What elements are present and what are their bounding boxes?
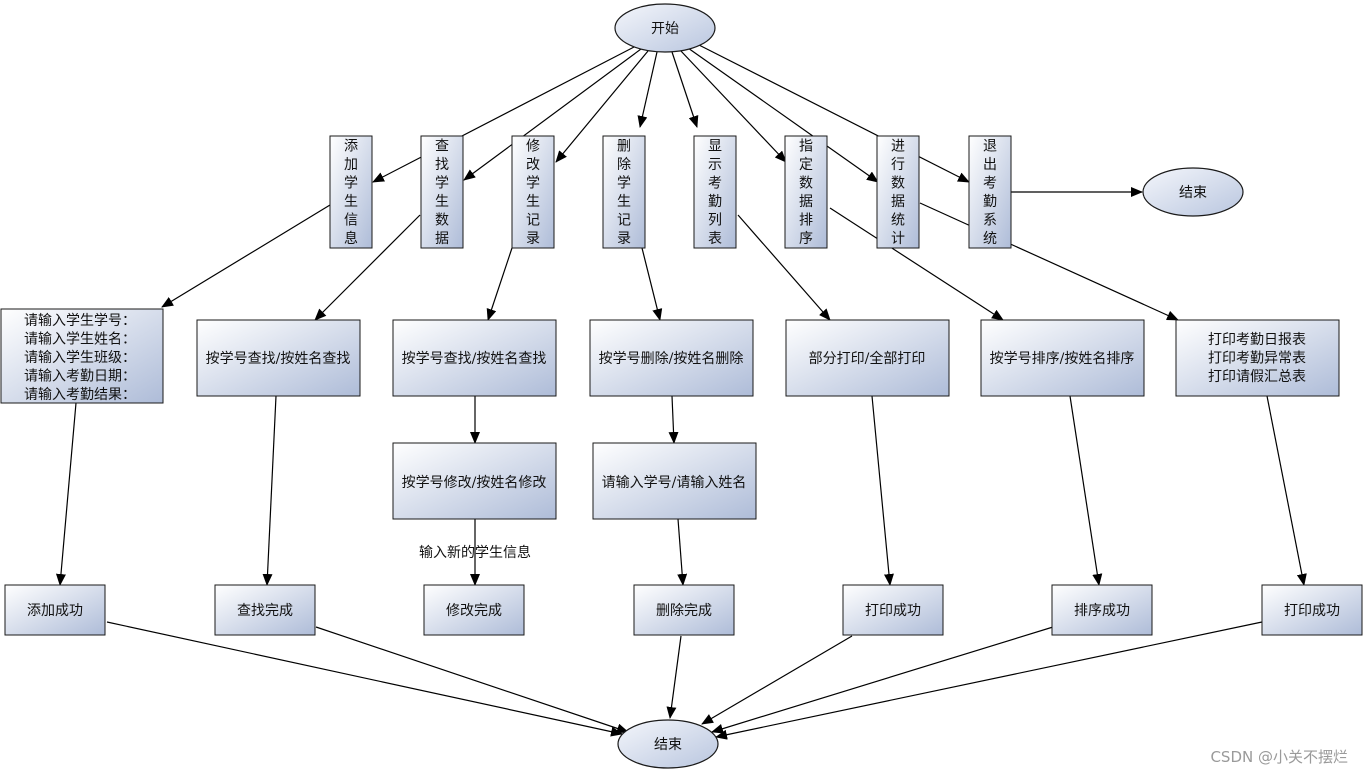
- edge-add-prompt: [161, 204, 331, 308]
- modify-find-box: 按学号查找/按姓名查找: [392, 319, 557, 397]
- result-sort: 排序成功: [1051, 584, 1153, 636]
- edge-delete-chain: [668, 395, 679, 444]
- modify-mode-label: 按学号修改/按姓名修改: [402, 475, 547, 491]
- edge-print-result: [871, 395, 894, 586]
- edge-sort-result: [1069, 395, 1103, 586]
- menu-display-label: 显示考勤列表: [708, 139, 722, 248]
- modify-find-label: 按学号查找/按姓名查找: [402, 351, 547, 367]
- edge-delete-mode: [641, 247, 663, 321]
- result-modify-label: 修改完成: [446, 603, 502, 619]
- result-sort-label: 排序成功: [1074, 603, 1130, 619]
- edge-start-modify: [555, 50, 649, 163]
- menu-exit: 退出考勤系统: [968, 135, 1012, 249]
- menu-stats: 进行数据统计: [876, 135, 920, 249]
- end-node-right: 结束: [1142, 167, 1244, 217]
- edge-start-sort: [679, 49, 787, 163]
- edge-start-add: [372, 45, 637, 183]
- menu-stats-label: 进行数据统计: [891, 139, 905, 248]
- add-prompt-text: 请输入学生学号：请输入学生姓名：请输入学生班级：请输入考勤日期：请输入考勤结果：: [24, 313, 136, 403]
- edge-start-delete: [637, 51, 658, 128]
- find-mode-box: 按学号查找/按姓名查找: [196, 319, 361, 397]
- result-print-label: 打印成功: [865, 602, 921, 619]
- edge-find-mode: [314, 214, 421, 321]
- edge-start-display: [671, 51, 699, 128]
- menu-delete-label: 删除学生记录: [617, 139, 631, 248]
- menu-sort: 指定数据排序: [784, 135, 828, 249]
- results-row: 添加成功 查找完成 修改完成 删除完成 打印成功 排序成功 打印成功: [4, 584, 1363, 636]
- menu-display: 显示考勤列表: [693, 135, 737, 249]
- edge-r6-end: [711, 626, 1054, 734]
- result-delete: 删除完成: [633, 584, 735, 636]
- edge-delete-result: [677, 518, 688, 586]
- edge-r2-end: [315, 626, 629, 734]
- menu-sort-label: 指定数据排序: [799, 139, 813, 248]
- sort-mode-box: 按学号排序/按姓名排序: [980, 319, 1145, 397]
- edge-r4-end: [666, 635, 682, 719]
- delete-input-box: 请输入学号/请输入姓名: [592, 442, 757, 520]
- result-add: 添加成功: [4, 584, 106, 636]
- edge-start-stats: [687, 47, 879, 183]
- end-right-label: 结束: [1179, 185, 1207, 201]
- menu-modify-label: 修改学生记录: [526, 139, 540, 248]
- add-prompt-box: 请输入学生学号：请输入学生姓名：请输入学生班级：请输入考勤日期：请输入考勤结果：: [0, 308, 164, 404]
- edge-find-result: [262, 395, 277, 586]
- find-mode-label: 按学号查找/按姓名查找: [206, 351, 351, 367]
- edge-r1-end: [106, 621, 623, 737]
- print-mode-label: 部分打印/全部打印: [809, 350, 926, 367]
- edges: [55, 43, 1307, 740]
- result-find-label: 查找完成: [237, 603, 293, 619]
- menu-exit-label: 退出考勤系统: [983, 139, 997, 248]
- start-node: 开始: [614, 3, 716, 53]
- delete-mode-box: 按学号删除/按姓名删除: [589, 319, 754, 397]
- menu-find: 查找学生数据: [420, 135, 464, 249]
- sort-mode-label: 按学号排序/按姓名排序: [990, 351, 1135, 367]
- menu-row: 添加学生信息 查找学生数据 修改学生记录 删除学生记录 显示考勤列表 指定数据排…: [329, 135, 1012, 249]
- menu-add: 添加学生信息: [329, 135, 373, 249]
- edge-add-result: [55, 402, 77, 586]
- delete-mode-label: 按学号删除/按姓名删除: [599, 351, 744, 367]
- result-modify: 修改完成: [423, 584, 525, 636]
- modify-hint-label: 输入新的学生信息: [419, 544, 531, 561]
- modify-mode-box: 按学号修改/按姓名修改: [392, 442, 557, 520]
- delete-input-label: 请输入学号/请输入姓名: [602, 475, 747, 491]
- edge-stats-options: [919, 202, 1179, 321]
- result-add-label: 添加成功: [27, 603, 83, 619]
- edge-r7-end: [715, 621, 1263, 740]
- watermark: CSDN @小关不摆烂: [1210, 748, 1348, 766]
- menu-find-label: 查找学生数据: [435, 139, 449, 248]
- edge-sort-mode: [829, 207, 1004, 321]
- result-print: 打印成功: [842, 584, 944, 636]
- result-stats-label: 打印成功: [1284, 602, 1340, 619]
- menu-add-label: 添加学生信息: [344, 139, 358, 248]
- edge-r5-end: [701, 635, 853, 725]
- result-stats: 打印成功: [1261, 584, 1363, 636]
- stats-options-box: 打印考勤日报表打印考勤异常表打印请假汇总表: [1175, 319, 1340, 397]
- menu-modify: 修改学生记录: [511, 135, 555, 249]
- result-delete-label: 删除完成: [656, 603, 712, 619]
- edge-modify-find: [486, 247, 513, 321]
- edge-start-exit: [696, 43, 970, 183]
- print-mode-box: 部分打印/全部打印: [785, 319, 950, 397]
- end-node-bottom: 结束: [617, 719, 719, 769]
- edge-display-print: [737, 214, 831, 321]
- edge-stats-result: [1266, 395, 1307, 586]
- edge-start-find: [463, 48, 642, 181]
- start-label: 开始: [651, 21, 679, 37]
- menu-delete: 删除学生记录: [602, 135, 646, 249]
- end-bottom-label: 结束: [654, 737, 682, 753]
- stats-options-text: 打印考勤日报表打印考勤异常表打印请假汇总表: [1208, 331, 1306, 385]
- result-find: 查找完成: [214, 584, 316, 636]
